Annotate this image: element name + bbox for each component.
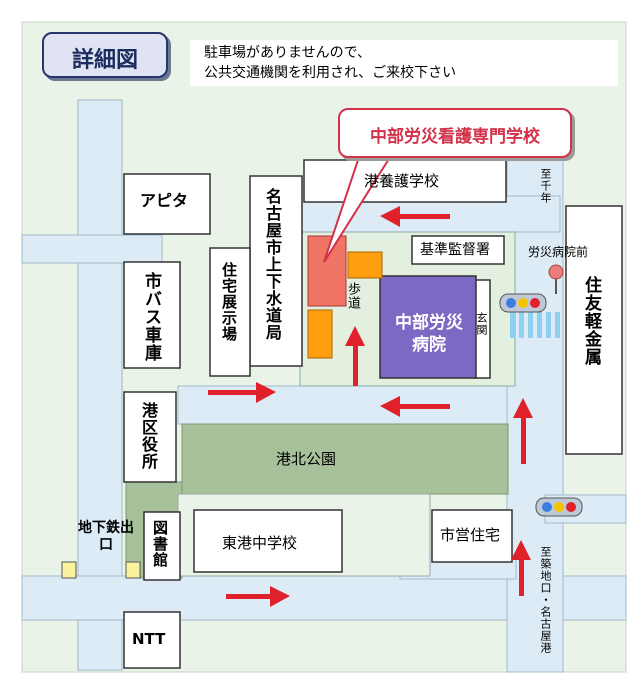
building-apita <box>123 173 211 235</box>
building-ntt <box>123 611 181 669</box>
label-bus-stop: 労災病院前 <box>528 245 589 259</box>
traffic-light-north <box>499 293 547 313</box>
label-sumitomo: 住友軽金属 <box>581 276 601 366</box>
building-library <box>143 511 181 581</box>
building-bus-depot <box>123 261 181 369</box>
label-to-tsukiji: 至築地口・名古屋港 <box>539 546 552 654</box>
school-highlight <box>307 235 347 307</box>
label-sidewalk: 歩道 <box>345 282 360 310</box>
road-west-horizontal <box>21 234 163 264</box>
park-area <box>181 423 509 495</box>
arrow-east-up-1 <box>513 398 533 464</box>
label-bus-depot: 市バス車庫 <box>141 272 161 362</box>
arrow-east-up-2 <box>511 540 531 596</box>
label-labor-office: 基準監督署 <box>420 242 490 258</box>
building-hospital <box>379 275 477 379</box>
label-library: 図書館 <box>151 520 169 568</box>
orange-block-1 <box>347 251 383 279</box>
buildings <box>123 159 623 669</box>
orange-block-2 <box>307 309 333 359</box>
label-city-housing: 市営住宅 <box>440 526 501 544</box>
building-labor-office <box>411 235 505 265</box>
label-housing-showroom: 住宅展示場 <box>220 262 238 342</box>
note-line-1: 駐車場がありませんので、 <box>204 45 372 61</box>
school-callout: 中部労災看護専門学校 <box>338 108 572 158</box>
label-junior-high: 東港中学校 <box>222 534 298 552</box>
building-city-housing <box>431 509 513 563</box>
label-nursing-school: 港養護学校 <box>364 172 440 190</box>
building-nursing-school <box>303 159 507 203</box>
arrow-north-road <box>380 206 450 227</box>
label-park: 港北公園 <box>276 450 337 468</box>
label-entrance: 玄関 <box>475 312 488 336</box>
arrow-mid-right <box>208 382 276 403</box>
arrow-sidewalk-up <box>345 326 365 386</box>
crosswalk <box>510 312 560 338</box>
building-housing-showroom <box>209 247 251 377</box>
label-apita: アピタ <box>140 191 189 210</box>
bus-stop-icon <box>548 264 564 294</box>
label-water-bureau: 名古屋市上下水道局 <box>263 188 282 341</box>
label-ward-office: 港区役所 <box>139 402 158 470</box>
building-sumitomo <box>565 205 623 455</box>
callout-label: 中部労災看護専門学校 <box>370 127 540 147</box>
arrows <box>208 206 533 607</box>
parking-note: 駐車場がありませんので、 公共交通機関を利用され、ご来校下さい <box>190 40 618 86</box>
arrow-south-right <box>226 586 290 607</box>
road-west-vertical <box>77 99 123 671</box>
label-hospital: 中部労災病院 <box>395 313 463 355</box>
note-line-2: 公共交通機関を利用され、ご来校下さい <box>204 65 457 81</box>
subway-exit-1 <box>61 561 77 579</box>
traffic-light-south <box>535 497 583 517</box>
subway-exit-2 <box>125 561 141 579</box>
arrow-mid-left <box>380 396 450 417</box>
label-ntt: NTT <box>132 630 166 648</box>
label-subway-exit: 地下鉄出口 <box>78 520 134 553</box>
building-ward-office <box>123 391 177 483</box>
map-title-box: 詳細図 <box>42 32 168 78</box>
label-to-chitose: 至千年 <box>539 168 552 204</box>
building-junior-high <box>193 509 343 573</box>
map-title: 詳細図 <box>71 48 138 73</box>
